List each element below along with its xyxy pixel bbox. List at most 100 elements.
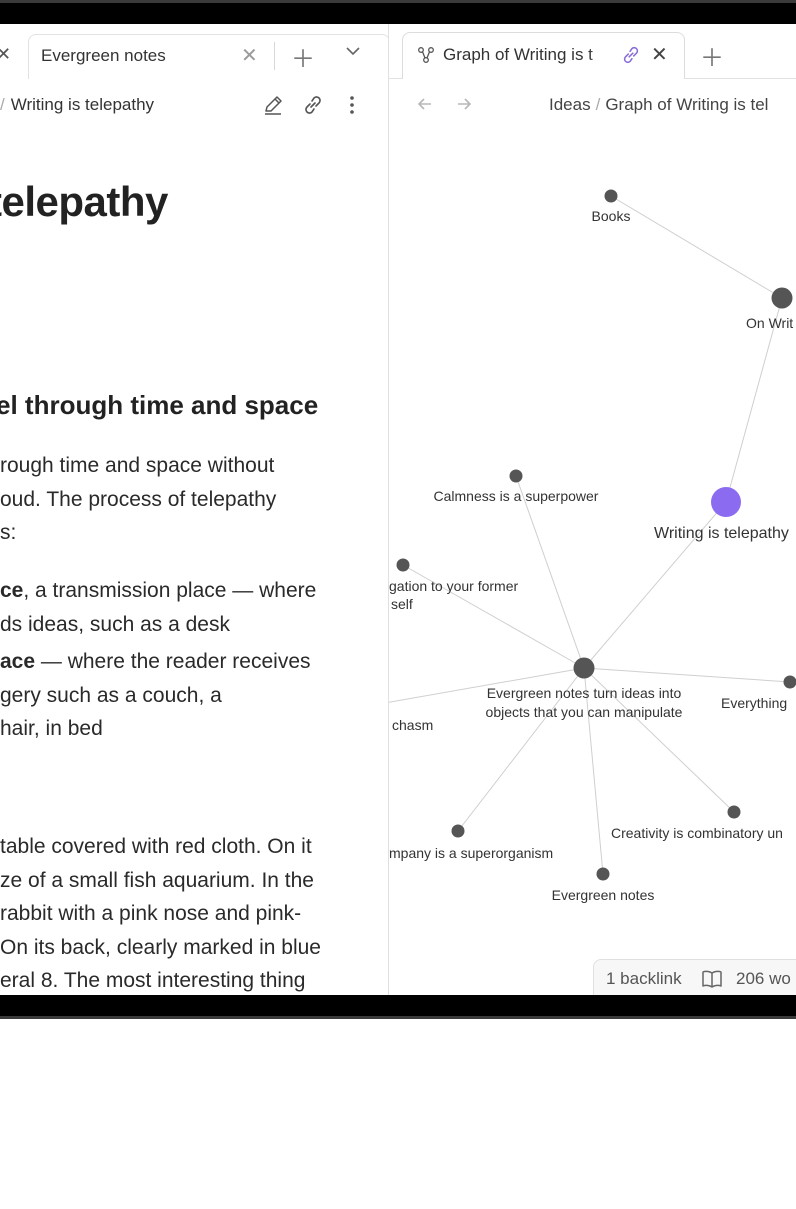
graph-node-on-writing[interactable]	[771, 287, 793, 309]
graph-edge	[610, 195, 783, 299]
bold-text: ce	[0, 579, 24, 602]
graph-view[interactable]: Books On Writ Calmness is a superpower W…	[389, 24, 796, 995]
pane-divider[interactable]	[388, 24, 389, 995]
tab-baseline	[389, 78, 402, 79]
graph-edge	[583, 501, 727, 669]
graph-node-obligation[interactable]	[396, 558, 410, 572]
text: , a transmission place — where	[23, 579, 317, 602]
text: — where the reader receives	[35, 650, 311, 673]
tab-baseline	[683, 78, 796, 79]
graph-label-writing-is-telepathy: Writing is telepathy	[654, 525, 789, 542]
text-line: oud. The process of telepathy	[0, 487, 277, 511]
breadcrumb: / Writing is telepathy	[0, 95, 154, 115]
book-open-icon[interactable]	[701, 969, 723, 989]
tab-close-icon[interactable]: ✕	[651, 44, 668, 66]
backlink-count[interactable]: 1 backlink	[606, 969, 682, 988]
right-pane: Books On Writ Calmness is a superpower W…	[389, 24, 796, 995]
text-line: table covered with red cloth. On it	[0, 835, 312, 858]
text-line: s:	[0, 521, 17, 544]
graph-node-creativity[interactable]	[727, 805, 741, 819]
text-line: ze of a small fish aquarium. In the	[0, 868, 314, 892]
graph-edge	[389, 667, 585, 703]
more-vertical-icon[interactable]	[341, 94, 365, 118]
list-line: ds ideas, such as a desk	[0, 608, 316, 642]
graph-label-chasm: chasm	[392, 717, 433, 733]
text: hair, in bed	[0, 717, 103, 740]
graph-label-company: mpany is a superorganism	[389, 845, 553, 861]
tab-close-icon[interactable]: ✕	[241, 45, 258, 67]
left-pane: ✕ Evergreen notes ✕ ＋ / Writing is telepa…	[0, 24, 388, 995]
new-tab-plus-icon[interactable]: ＋	[291, 46, 315, 73]
graph-label-books: Books	[592, 208, 631, 224]
new-tab-plus-icon[interactable]: ＋	[700, 45, 724, 72]
section-heading: el through time and space	[0, 390, 319, 420]
top-black-bar	[0, 0, 796, 24]
list-block: ce, a transmission place — where ds idea…	[0, 574, 316, 746]
left-tab-strip: ✕ Evergreen notes ✕ ＋	[0, 24, 388, 79]
graph-edge	[725, 297, 783, 503]
graph-label-creativity: Creativity is combinatory un	[611, 825, 783, 841]
graph-label-evergreen-turn-line1: Evergreen notes turn ideas into	[487, 685, 682, 701]
app-window: ✕ Evergreen notes ✕ ＋ / Writing is telepa…	[0, 24, 796, 995]
text: gery such as a couch, a	[0, 683, 222, 707]
graph-node-company[interactable]	[451, 824, 465, 838]
list-line: gery such as a couch, a	[0, 679, 316, 713]
graph-node-everything[interactable]	[783, 675, 796, 689]
graph-icon	[417, 46, 435, 64]
graph-label-evergreen-notes: Evergreen notes	[552, 887, 655, 903]
previous-tab-close-icon[interactable]: ✕	[0, 44, 12, 64]
graph-node-evergreen-notes[interactable]	[596, 867, 610, 881]
tab-graph-of-writing[interactable]: Graph of Writing is t ✕	[402, 32, 685, 79]
list-line: ace — where the reader receives	[0, 645, 316, 679]
text-line: On its back, clearly marked in blue	[0, 935, 321, 959]
breadcrumb-separator: /	[595, 95, 601, 114]
bold-text: ace	[0, 650, 36, 673]
graph-label-obligation-line2: self	[391, 596, 413, 612]
graph-node-books[interactable]	[604, 189, 618, 203]
tab-divider	[274, 42, 275, 70]
list-line: ce, a transmission place — where	[0, 574, 316, 608]
list-line: hair, in bed	[0, 712, 316, 746]
bottom-bar-edge	[0, 1016, 796, 1019]
top-bar-edge	[0, 0, 796, 3]
graph-node-writing-is-telepathy[interactable]	[711, 487, 741, 517]
graph-label-on-writing: On Writ	[746, 315, 793, 331]
note-title: telepathy	[0, 178, 168, 225]
graph-edge	[583, 667, 735, 813]
status-bar: 1 backlink 206 wo	[593, 959, 796, 995]
tab-label: Graph of Writing is t	[443, 45, 619, 65]
left-view-header: / Writing is telepathy	[0, 90, 388, 120]
breadcrumb-current[interactable]: Writing is telepathy	[10, 95, 155, 114]
graph-label-evergreen-turn-line2: objects that you can manipulate	[486, 704, 683, 720]
graph-edge	[583, 667, 791, 683]
breadcrumb: Ideas/Graph of Writing is tel	[549, 95, 768, 115]
link-icon[interactable]	[302, 94, 326, 118]
text: ds ideas, such as a desk	[0, 612, 230, 636]
graph-node-evergreen-notes-turn-ideas[interactable]	[573, 657, 595, 679]
graph-label-obligation-line1: gation to your former	[389, 578, 519, 594]
graph-node-calmness[interactable]	[509, 469, 523, 483]
paragraph-1: rough time and space without oud. The pr…	[0, 449, 276, 550]
graph-edge	[457, 667, 585, 832]
graph-edge	[515, 475, 585, 669]
arrow-right-icon[interactable]	[454, 94, 474, 120]
text-line: rabbit with a pink nose and pink-	[0, 902, 302, 925]
pencil-icon[interactable]	[262, 94, 286, 118]
linked-view-link-icon[interactable]	[621, 45, 641, 65]
graph-edge	[583, 667, 604, 875]
breadcrumb-current[interactable]: Graph of Writing is tel	[605, 95, 769, 114]
arrow-left-icon[interactable]	[415, 94, 435, 120]
word-count: 206 wo	[736, 969, 791, 988]
breadcrumb-separator: /	[0, 95, 5, 114]
text-line: rough time and space without	[0, 454, 275, 477]
tab-label: Evergreen notes	[41, 46, 166, 65]
paragraph-2: table covered with red cloth. On it ze o…	[0, 830, 321, 995]
graph-edge	[402, 564, 585, 669]
tab-list-chevron-down-icon[interactable]	[345, 43, 361, 59]
graph-label-calmness: Calmness is a superpower	[434, 488, 599, 504]
breadcrumb-parent[interactable]: Ideas	[549, 95, 591, 114]
tab-evergreen-notes[interactable]: Evergreen notes ✕ ＋	[28, 34, 388, 79]
graph-label-everything: Everything	[721, 695, 787, 711]
text-line: eral 8. The most interesting thing	[0, 969, 306, 992]
bottom-black-bar	[0, 995, 796, 1019]
